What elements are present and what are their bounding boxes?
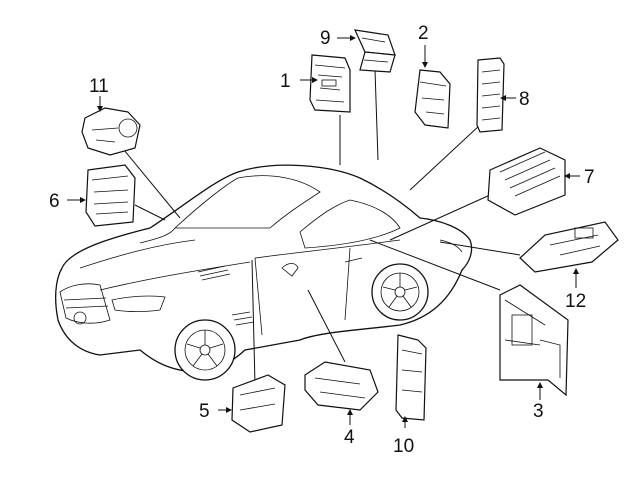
callout-2: 2 [418, 23, 429, 44]
part-12-bracket [519, 221, 619, 273]
part-2-module [414, 69, 451, 129]
callout-10: 10 [393, 436, 414, 457]
callout-labels: 1 2 3 4 5 6 7 8 9 10 11 12 [49, 23, 595, 457]
part-3-module [499, 284, 569, 397]
callout-8: 8 [519, 89, 530, 110]
callout-12: 12 [565, 291, 586, 312]
part-5-module [231, 374, 286, 433]
callout-7: 7 [584, 167, 595, 188]
part-7-amplifier [487, 147, 566, 216]
callout-1: 1 [280, 71, 291, 92]
callout-4: 4 [344, 427, 355, 448]
part-8-module [476, 57, 505, 133]
callout-9: 9 [320, 28, 331, 49]
part-10-module [395, 334, 427, 421]
part-4-module [304, 361, 379, 411]
callout-3: 3 [533, 401, 544, 422]
callout-5: 5 [199, 401, 210, 422]
part-1-module [309, 54, 351, 113]
vehicle-illustration [55, 164, 473, 381]
leader-lines [123, 69, 521, 386]
callout-arrows [67, 35, 580, 428]
callout-6: 6 [49, 191, 60, 212]
callout-11: 11 [89, 76, 109, 97]
part-11-bracket [81, 107, 141, 156]
part-6-module [85, 164, 136, 227]
part-9-module [353, 29, 396, 73]
